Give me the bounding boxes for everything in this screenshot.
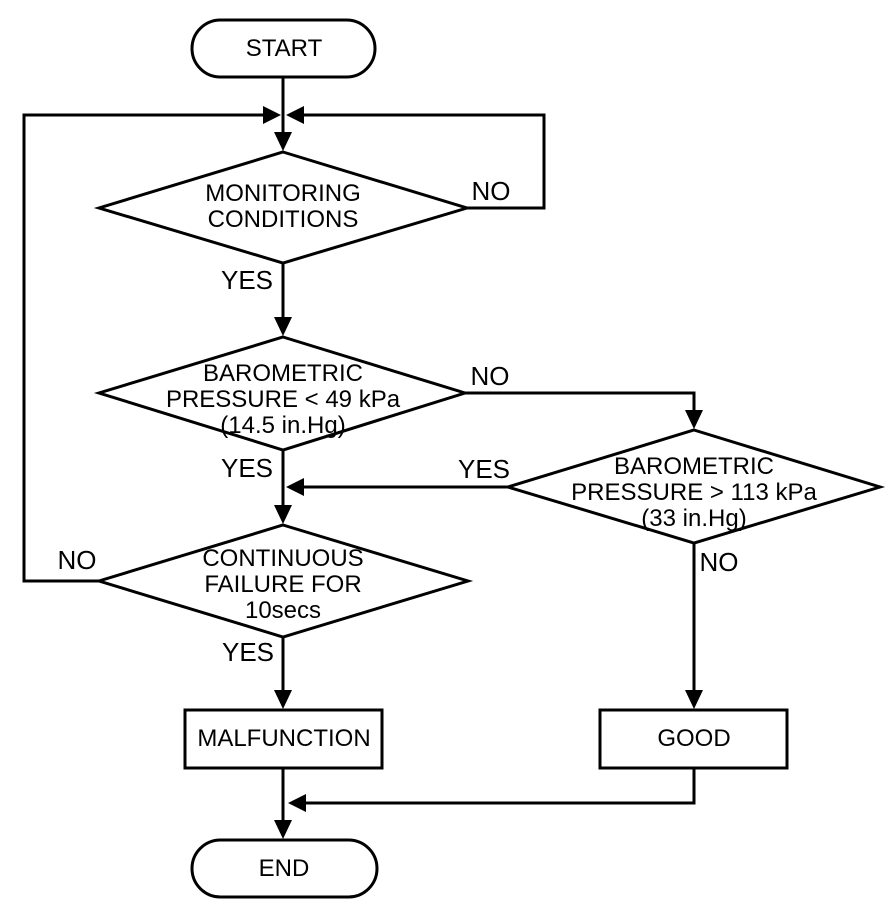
baro-low-no-label: NO bbox=[470, 361, 510, 391]
baro-high-decision-label: BAROMETRIC PRESSURE > 113 kPa (33 in.Hg) bbox=[571, 454, 817, 532]
baro-high-line-3: (33 in.Hg) bbox=[641, 505, 747, 532]
monitoring-decision-shape bbox=[93, 150, 473, 265]
baro-low-line-2: PRESSURE < 49 kPa bbox=[165, 386, 401, 413]
continuous-line-2: FAILURE FOR bbox=[204, 571, 362, 598]
monitoring-no-label: NO bbox=[471, 176, 511, 206]
monitoring-line-1: MONITORING bbox=[205, 180, 361, 207]
continuous-no-label: NO bbox=[57, 545, 97, 575]
continuous-decision-shape bbox=[93, 523, 474, 639]
arrowhead-into-monitoring bbox=[274, 132, 292, 151]
arrowhead-into-baro-low bbox=[274, 317, 292, 336]
end-node-label: END bbox=[258, 855, 310, 882]
arrowhead-into-baro-high bbox=[685, 410, 703, 429]
baro-high-no-label: NO bbox=[699, 547, 739, 577]
edge-continuous-no-loop bbox=[22, 113, 265, 583]
baro-high-line-2: PRESSURE > 113 kPa bbox=[571, 479, 817, 506]
malfunction-node-shape bbox=[183, 708, 384, 770]
baro-high-yes-label: YES bbox=[457, 454, 511, 484]
monitoring-yes-label: YES bbox=[220, 265, 274, 295]
edge-baro-low-no bbox=[465, 391, 696, 413]
continuous-decision-label: CONTINUOUS FAILURE FOR 10secs bbox=[202, 546, 363, 624]
arrowhead-into-malfunction bbox=[274, 690, 292, 709]
continuous-yes-label: YES bbox=[221, 637, 275, 667]
arrowhead-into-end bbox=[274, 820, 292, 839]
baro-low-decision-shape bbox=[93, 335, 471, 452]
monitoring-decision-label: MONITORING CONDITIONS bbox=[205, 181, 361, 233]
good-node-label: GOOD bbox=[657, 725, 731, 752]
start-node-label: START bbox=[245, 35, 323, 62]
arrowhead-into-continuous bbox=[274, 505, 292, 524]
arrowhead-junction-left bbox=[263, 106, 281, 124]
continuous-line-3: 10secs bbox=[244, 597, 322, 624]
baro-low-line-3: (14.5 in.Hg) bbox=[220, 412, 346, 439]
arrowhead-into-good bbox=[685, 690, 703, 709]
end-node-shape bbox=[190, 838, 379, 899]
good-node-shape bbox=[598, 708, 789, 770]
edge-good-to-end bbox=[304, 768, 696, 805]
baro-low-line-1: BAROMETRIC bbox=[202, 360, 364, 387]
baro-high-decision-shape bbox=[502, 428, 886, 545]
start-node-shape bbox=[190, 18, 377, 79]
baro-low-decision-label: BAROMETRIC PRESSURE < 49 kPa (14.5 in.Hg… bbox=[166, 361, 400, 439]
baro-low-yes-label: YES bbox=[220, 453, 274, 483]
continuous-line-1: CONTINUOUS bbox=[202, 545, 364, 572]
arrowhead-junction-right bbox=[286, 106, 304, 124]
arrowhead-baro-high-yes-merge bbox=[286, 478, 304, 496]
arrowhead-good-merge bbox=[288, 794, 306, 812]
malfunction-node-label: MALFUNCTION bbox=[197, 725, 371, 752]
edge-monitoring-no-loop bbox=[302, 113, 546, 210]
monitoring-line-2: CONDITIONS bbox=[207, 206, 359, 233]
baro-high-line-1: BAROMETRIC bbox=[613, 453, 775, 480]
